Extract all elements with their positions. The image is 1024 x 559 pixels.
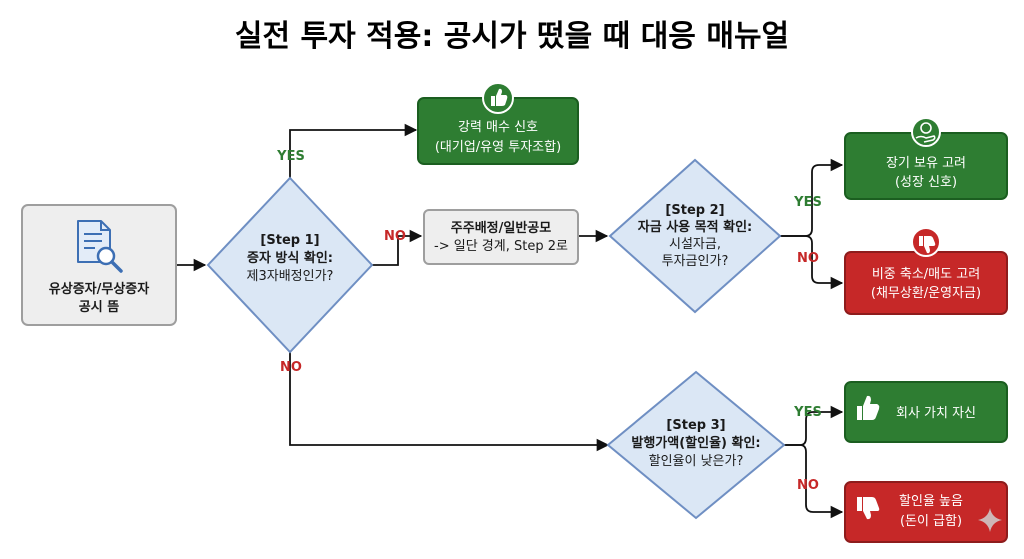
strong-buy-node: 강력 매수 신호 (대기업/유영 투자조합) xyxy=(417,82,579,165)
strong-buy-line2: (대기업/유영 투자조합) xyxy=(435,140,561,155)
connectors xyxy=(176,123,844,519)
strong-buy-line1: 강력 매수 신호 xyxy=(458,120,538,135)
step2-line2: 자금 사용 목적 확인: xyxy=(638,219,752,235)
step1-decision: [Step 1] 증자 방식 확인: 제3자배정인가? xyxy=(206,176,374,354)
edge-step1-no-down xyxy=(289,352,610,452)
label-step1-no-down: NO xyxy=(280,360,302,375)
edge-step1-no-right xyxy=(372,229,423,266)
money-hand-icon xyxy=(911,117,941,147)
high-discount-line2: (돈이 급함) xyxy=(900,514,962,529)
reduce-line2: (채무상환/운영자금) xyxy=(871,286,981,301)
label-step2-no: NO xyxy=(797,251,819,266)
step2-line1: [Step 2] xyxy=(665,203,724,218)
reduce-line1: 비중 축소/매도 고려 xyxy=(872,267,980,282)
confident-line1: 회사 가치 자신 xyxy=(896,406,976,421)
thumbs-down-icon xyxy=(911,227,941,257)
step1-line1: [Step 1] xyxy=(260,233,319,248)
caution-line2: -> 일단 경계, Step 2로 xyxy=(434,239,568,254)
step3-line2: 발행가액(할인율) 확인: xyxy=(631,435,760,451)
long-hold-line2: (성장 신호) xyxy=(895,175,957,190)
high-discount-line1: 할인율 높음 xyxy=(899,494,963,509)
label-step2-yes: YES xyxy=(793,195,822,210)
step1-line3: 제3자배정인가? xyxy=(247,269,334,284)
thumbs-up-icon xyxy=(482,82,514,114)
edge-step2-no xyxy=(780,235,844,290)
long-hold-line1: 장기 보유 고려 xyxy=(886,156,966,171)
step3-decision: [Step 3] 발행가액(할인율) 확인: 할인율이 낮은가? xyxy=(606,370,786,520)
label-step3-no: NO xyxy=(797,478,819,493)
edge-step1-yes xyxy=(289,123,418,178)
long-hold-node: 장기 보유 고려 (성장 신호) xyxy=(844,117,1008,200)
step2-line3: 시설자금, xyxy=(669,237,721,252)
reduce-node: 비중 축소/매도 고려 (채무상환/운영자금) xyxy=(844,227,1008,315)
high-discount-node: 할인율 높음 (돈이 급함) xyxy=(844,481,1008,543)
label-step3-yes: YES xyxy=(793,405,822,420)
edge-step3-no xyxy=(784,444,844,519)
start-line2: 공시 뜸 xyxy=(79,300,119,315)
start-line1: 유상증자/무상증자 xyxy=(49,282,149,297)
sparkle-icon xyxy=(978,508,1002,532)
step3-line1: [Step 3] xyxy=(666,418,725,433)
document-search-icon xyxy=(77,220,123,273)
step2-decision: [Step 2] 자금 사용 목적 확인: 시설자금, 투자금인가? xyxy=(608,158,782,314)
confident-node: 회사 가치 자신 xyxy=(844,381,1008,443)
thumbs-down-icon xyxy=(857,497,880,520)
step3-line3: 할인율이 낮은가? xyxy=(649,454,744,469)
step1-line2: 증자 방식 확인: xyxy=(247,250,333,266)
step2-line4: 투자금인가? xyxy=(662,254,729,269)
label-step1-no-right: NO xyxy=(384,229,406,244)
caution-node: 주주배정/일반공모 -> 일단 경계, Step 2로 xyxy=(423,209,579,265)
label-step1-yes: YES xyxy=(276,149,305,164)
page-title: 실전 투자 적용: 공시가 떴을 때 대응 매뉴얼 xyxy=(235,19,789,54)
caution-line1: 주주배정/일반공모 xyxy=(451,220,551,236)
start-node: 유상증자/무상증자 공시 뜸 xyxy=(21,204,177,326)
thumbs-up-icon xyxy=(857,395,880,420)
